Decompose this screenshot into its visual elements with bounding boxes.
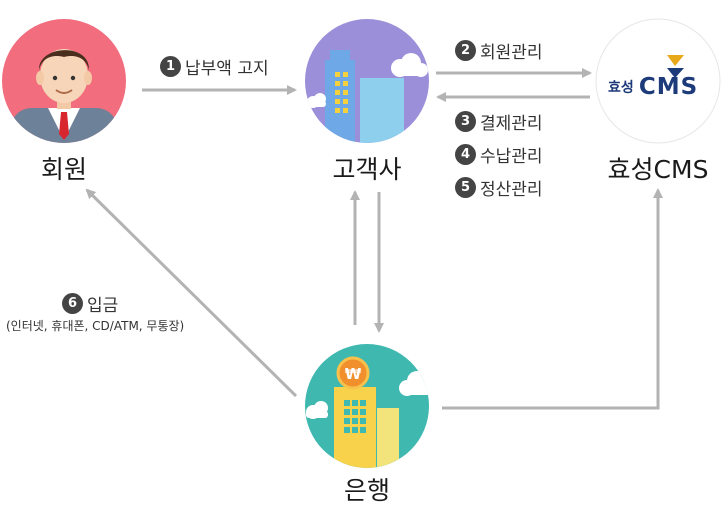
bank-label: 은행 [343,476,390,505]
step-1-label: 납부액 고지 [185,59,269,79]
step-4-label: 수납관리 [480,147,543,167]
client-label: 고객사 [332,155,402,184]
client-building [305,19,429,143]
step-5-label: 정산관리 [480,180,543,200]
step-6-label: 입금 [87,296,119,316]
member-label: 회원 [40,155,87,184]
bank-building: ₩ [305,344,429,468]
step-6: 6 입금 [62,291,118,316]
step-4-badge: 4 [455,144,476,165]
cms-logo-hyosung: 효성 [608,80,634,96]
arrow-bank-to-cms [442,188,663,410]
step-2-badge: 2 [455,40,476,61]
step-1: 1 납부액 고지 [160,54,269,79]
arrow-bank-to-member [85,188,298,398]
cms-logo-circle [595,18,721,144]
step-5: 5 정산관리 [455,175,543,200]
won-coin-icon [336,356,370,390]
cms-logo-text: 효성 CMS [608,74,698,100]
step-5-badge: 5 [455,177,476,198]
step-3-label: 결제관리 [480,114,543,134]
step-2: 2 회원관리 [455,38,543,63]
step-3-badge: 3 [455,111,476,132]
step-3: 3 결제관리 [455,109,543,134]
won-coin-symbol: ₩ [345,365,362,383]
member-avatar [2,19,126,143]
arrows [85,68,663,410]
cms-label: 효성CMS [607,155,709,184]
step-2-label: 회원관리 [480,43,543,63]
cms-logo-cms: CMS [638,74,699,100]
step-6-badge: 6 [62,293,83,314]
deposit-methods-note: (인터넷, 휴대폰, CD/ATM, 무통장) [6,319,185,333]
step-4: 4 수납관리 [455,142,543,167]
step-1-badge: 1 [160,56,181,77]
